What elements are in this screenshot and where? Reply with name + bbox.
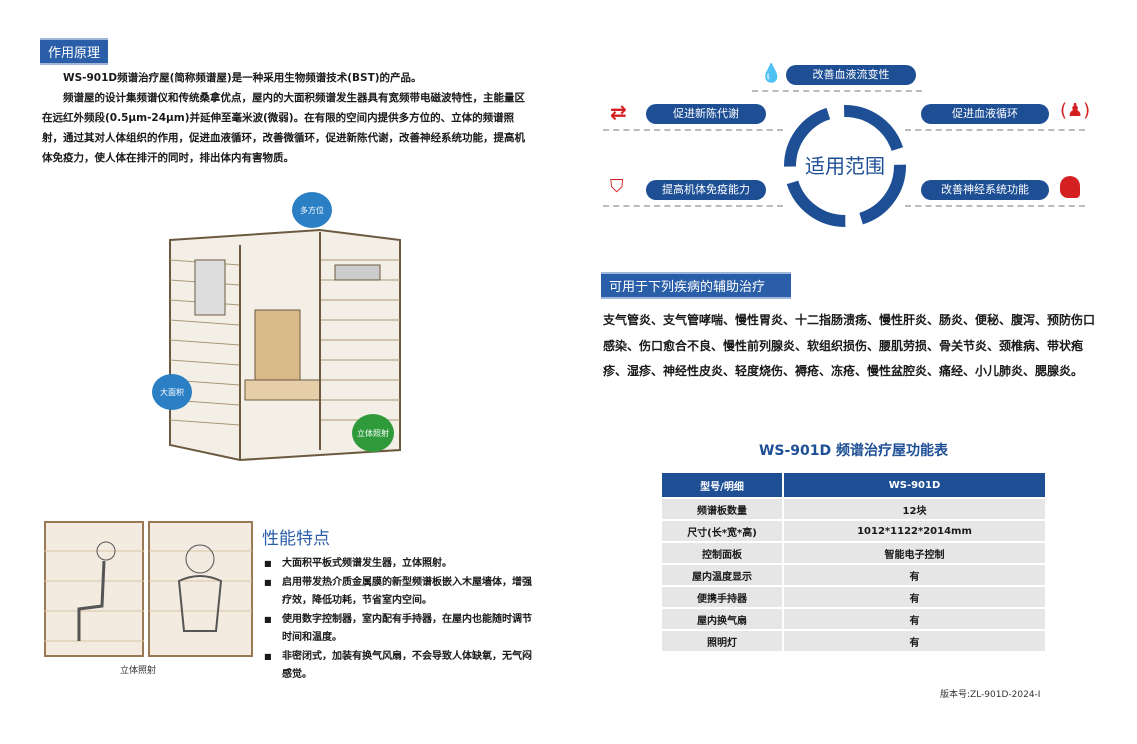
- spec-value: 有: [784, 631, 1045, 651]
- spec-name: 便携手持器: [662, 587, 782, 607]
- scope-item-immunity: 提高机体免疫能力: [646, 180, 766, 200]
- spec-value: 有: [784, 565, 1045, 585]
- callout-multidirection: 多方位: [292, 192, 332, 228]
- spec-name: 尺寸(长*宽*高): [662, 521, 782, 541]
- table-row: 尺寸(长*宽*高)1012*1122*2014mm: [662, 521, 1045, 541]
- header-cell: WS-901D: [784, 473, 1045, 497]
- cycle-arrows-icon: ⇄: [610, 100, 627, 124]
- spec-name: 照明灯: [662, 631, 782, 651]
- spec-value: 有: [784, 587, 1045, 607]
- spec-name: 控制面板: [662, 543, 782, 563]
- scope-item-circulation: 促进血液循环: [921, 104, 1049, 124]
- table-row: 控制面板智能电子控制: [662, 543, 1045, 563]
- version-number: 版本号:ZL-901D-2024-I: [940, 690, 1041, 700]
- features-section: 性能特点 大面积平板式频谱发生器，立体照射。 启用带发热介质金属膜的新型频谱板嵌…: [262, 524, 532, 685]
- feature-item: 使用数字控制器，室内配有手持器，在屋内也能随时调节时间和温度。: [262, 611, 532, 648]
- header-cell: 型号/明细: [662, 473, 782, 497]
- spec-value: 12块: [784, 499, 1045, 519]
- scope-item-nervous: 改善神经系统功能: [921, 180, 1049, 200]
- spec-value: 1012*1122*2014mm: [784, 521, 1045, 541]
- table-title: WS-901D 频谱治疗屋功能表: [758, 443, 949, 459]
- feature-item: 大面积平板式频谱发生器，立体照射。: [262, 555, 532, 574]
- section-title-principle: 作用原理: [40, 38, 109, 65]
- feature-item: 非密闭式，加装有换气风扇，不会导致人体缺氧，无气闷感觉。: [262, 648, 532, 685]
- section-title-diseases: 可用于下列疾病的辅助治疗: [601, 272, 791, 299]
- table-row: 照明灯有: [662, 631, 1045, 651]
- intro-paragraph: WS-901D频谱治疗屋(简称频谱屋)是一种采用生物频谱技术(BST)的产品。: [63, 72, 422, 84]
- scope-item-blood-rheology: 改善血液流变性: [786, 65, 916, 85]
- spec-name: 屋内换气扇: [662, 609, 782, 629]
- head-gear-icon: [1060, 176, 1080, 198]
- intro-paragraph: 频谱屋的设计集频谱仪和传统桑拿优点，屋内的大面积频谱发生器具有宽频带电磁波特性，…: [42, 92, 525, 164]
- scope-ring: [784, 105, 906, 227]
- illustration-caption: 立体照射: [120, 666, 157, 676]
- table-row: 便携手持器有: [662, 587, 1045, 607]
- callout-stereo: 立体照射: [352, 414, 394, 452]
- sauna-illustration: [169, 228, 401, 462]
- callout-large-area: 大面积: [152, 374, 192, 410]
- spec-value: 有: [784, 609, 1045, 629]
- body-circulation-icon: (♟): [1060, 100, 1091, 121]
- feature-item: 启用带发热介质金属膜的新型频谱板嵌入木屋墙体，增强疗效，降低功耗，节省室内空间。: [262, 574, 532, 611]
- principle-text: WS-901D频谱治疗屋(简称频谱屋)是一种采用生物频谱技术(BST)的产品。 …: [42, 68, 532, 168]
- blood-drop-icon: 💧: [760, 63, 783, 84]
- person-sitting-illustrations: [44, 521, 253, 657]
- spec-value: 智能电子控制: [784, 543, 1045, 563]
- spec-name: 频谱板数量: [662, 499, 782, 519]
- shield-arrow-icon: ⛉: [610, 176, 624, 197]
- spec-name: 屋内温度显示: [662, 565, 782, 585]
- table-row: 屋内换气扇有: [662, 609, 1045, 629]
- features-title: 性能特点: [262, 529, 330, 549]
- table-row: 屋内温度显示有: [662, 565, 1045, 585]
- scope-center-label: 适用范围: [805, 154, 885, 178]
- disease-list: 支气管炎、支气管哮喘、慢性胃炎、十二指肠溃疡、慢性肝炎、肠炎、便秘、腹泻、预防伤…: [603, 313, 1096, 378]
- scope-item-metabolism: 促进新陈代谢: [646, 104, 766, 124]
